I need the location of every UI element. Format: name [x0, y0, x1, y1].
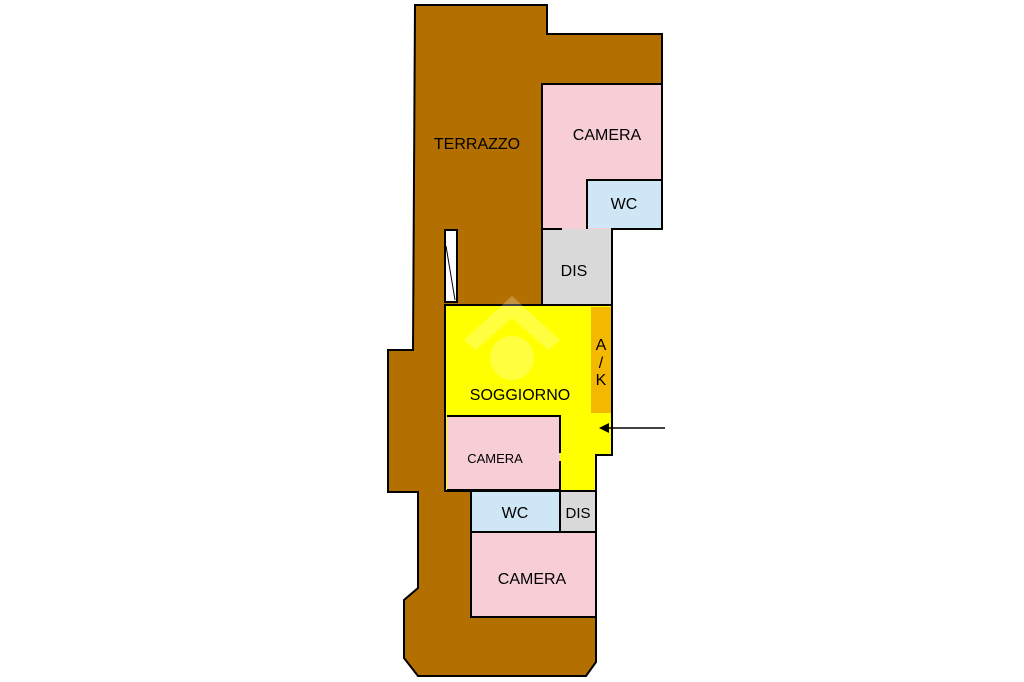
window-line [445, 245, 456, 301]
living-label: SOGGIORNO [470, 387, 570, 404]
kitchenette-label-a: A [596, 337, 607, 354]
dis-bottom-label: DIS [565, 505, 590, 522]
bedroom-bottom [471, 532, 596, 617]
bedroom-middle-label: CAMERA [467, 451, 523, 466]
dis-top-label: DIS [561, 263, 588, 280]
entrance-arrow [599, 423, 665, 433]
watermark-house-icon [464, 296, 560, 380]
wc-top-label: WC [611, 196, 638, 213]
kitchenette-label-k: K [596, 372, 607, 389]
dis-bottom [560, 491, 596, 532]
kitchenette [591, 307, 611, 413]
kitchenette-label-slash: / [599, 355, 604, 372]
wc-top [587, 180, 662, 228]
dis-top [542, 229, 612, 305]
terrace-label: TERRAZZO [434, 136, 520, 153]
wc-bottom [471, 491, 560, 532]
wc-bottom-label: WC [502, 505, 529, 522]
bedroom-middle [447, 416, 560, 490]
terrace-area [388, 5, 662, 676]
bedroom-bottom-label: CAMERA [498, 571, 567, 588]
bedroom-top-label: CAMERA [573, 127, 642, 144]
walls [387, 4, 663, 677]
window-recess [444, 229, 458, 303]
